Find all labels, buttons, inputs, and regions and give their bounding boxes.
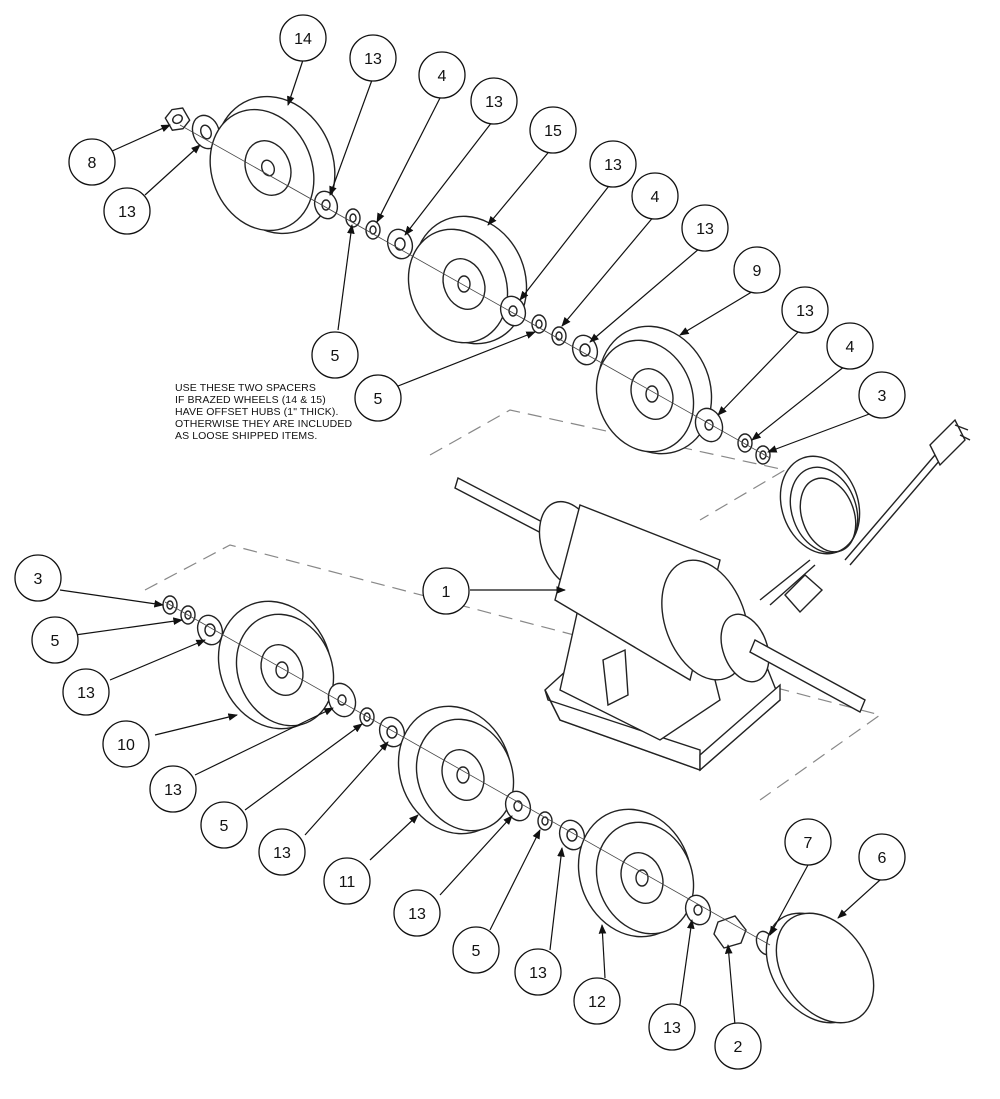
note-line: HAVE OFFSET HUBS (1" THICK). <box>175 406 339 418</box>
callout-13: 13 <box>514 948 562 996</box>
callout-13: 13 <box>103 187 151 235</box>
wheel-part-15 <box>407 215 528 345</box>
svg-text:13: 13 <box>364 51 382 68</box>
svg-text:1: 1 <box>442 584 451 601</box>
svg-text:6: 6 <box>878 850 887 867</box>
nut-part-8 <box>164 107 191 131</box>
upper-parts <box>164 95 771 465</box>
callout-10: 10 <box>102 720 150 768</box>
callout-3: 3 <box>14 554 62 602</box>
svg-text:13: 13 <box>604 157 622 174</box>
svg-text:5: 5 <box>220 818 229 835</box>
svg-text:13: 13 <box>273 845 291 862</box>
callout-6: 6 <box>858 833 906 881</box>
svg-text:9: 9 <box>753 263 762 280</box>
wheel-part-12 <box>577 808 695 938</box>
callout-7: 7 <box>784 818 832 866</box>
callout-8: 8 <box>68 138 116 186</box>
callout-3: 3 <box>858 371 906 419</box>
wheel-part-9 <box>595 325 713 455</box>
svg-text:11: 11 <box>339 874 356 891</box>
callout-5: 5 <box>200 801 248 849</box>
callout-balloons: 14 13 4 13 15 13 4 13 9 13 4 3 8 13 5 5 … <box>14 14 906 1070</box>
note-line: OTHERWISE THEY ARE INCLUDED <box>175 418 353 430</box>
svg-text:13: 13 <box>529 965 547 982</box>
svg-text:5: 5 <box>472 943 481 960</box>
callout-5: 5 <box>311 331 359 379</box>
svg-text:13: 13 <box>118 204 136 221</box>
svg-text:13: 13 <box>796 303 814 320</box>
svg-text:14: 14 <box>294 31 312 48</box>
callout-5: 5 <box>354 374 402 422</box>
note-line: USE THESE TWO SPACERS <box>175 382 316 394</box>
pad-part-6 <box>765 912 875 1024</box>
callout-5: 5 <box>31 616 79 664</box>
svg-text:4: 4 <box>651 189 660 206</box>
svg-text:13: 13 <box>485 94 503 111</box>
svg-text:5: 5 <box>374 391 383 408</box>
leader-lines <box>59 59 881 1026</box>
svg-text:4: 4 <box>438 68 447 85</box>
svg-text:3: 3 <box>878 388 887 405</box>
callout-13: 13 <box>62 668 110 716</box>
svg-text:12: 12 <box>588 994 606 1011</box>
motor-part-1 <box>454 476 866 772</box>
svg-text:13: 13 <box>408 906 426 923</box>
svg-text:13: 13 <box>663 1020 681 1037</box>
svg-text:13: 13 <box>696 221 714 238</box>
callout-13: 13 <box>258 828 306 876</box>
callout-13: 13 <box>470 77 518 125</box>
svg-text:13: 13 <box>164 782 182 799</box>
callout-5: 5 <box>452 926 500 974</box>
nut-part-2 <box>713 915 747 949</box>
callout-11: 11 <box>323 857 371 905</box>
svg-text:15: 15 <box>544 123 562 140</box>
svg-text:5: 5 <box>331 348 340 365</box>
wheel-part-11 <box>397 705 515 835</box>
callout-13: 13 <box>681 204 729 252</box>
callout-12: 12 <box>573 977 621 1025</box>
power-cord <box>759 418 971 614</box>
callout-4: 4 <box>418 51 466 99</box>
callout-2: 2 <box>714 1022 762 1070</box>
note-line: IF BRAZED WHEELS (14 & 15) <box>175 394 326 406</box>
wheel-part-10 <box>217 600 335 730</box>
callout-15: 15 <box>529 106 577 154</box>
callout-1: 1 <box>422 567 470 615</box>
svg-text:10: 10 <box>117 737 135 754</box>
callout-13: 13 <box>393 889 441 937</box>
svg-text:7: 7 <box>804 835 813 852</box>
note-line: AS LOOSE SHIPPED ITEMS. <box>175 430 318 442</box>
callout-9: 9 <box>733 246 781 294</box>
callout-13: 13 <box>589 140 637 188</box>
callout-14: 14 <box>279 14 327 62</box>
callout-4: 4 <box>826 322 874 370</box>
svg-text:4: 4 <box>846 339 855 356</box>
callout-13: 13 <box>149 765 197 813</box>
callout-4: 4 <box>631 172 679 220</box>
callout-13: 13 <box>648 1003 696 1051</box>
svg-text:2: 2 <box>734 1039 743 1056</box>
callout-13: 13 <box>781 286 829 334</box>
svg-text:3: 3 <box>34 571 43 588</box>
svg-text:13: 13 <box>77 685 95 702</box>
svg-text:5: 5 <box>51 633 60 650</box>
wheel-part-14 <box>209 95 336 235</box>
callout-13: 13 <box>349 34 397 82</box>
svg-text:8: 8 <box>88 155 97 172</box>
spacer-note: USE THESE TWO SPACERS IF BRAZED WHEELS (… <box>175 382 352 442</box>
